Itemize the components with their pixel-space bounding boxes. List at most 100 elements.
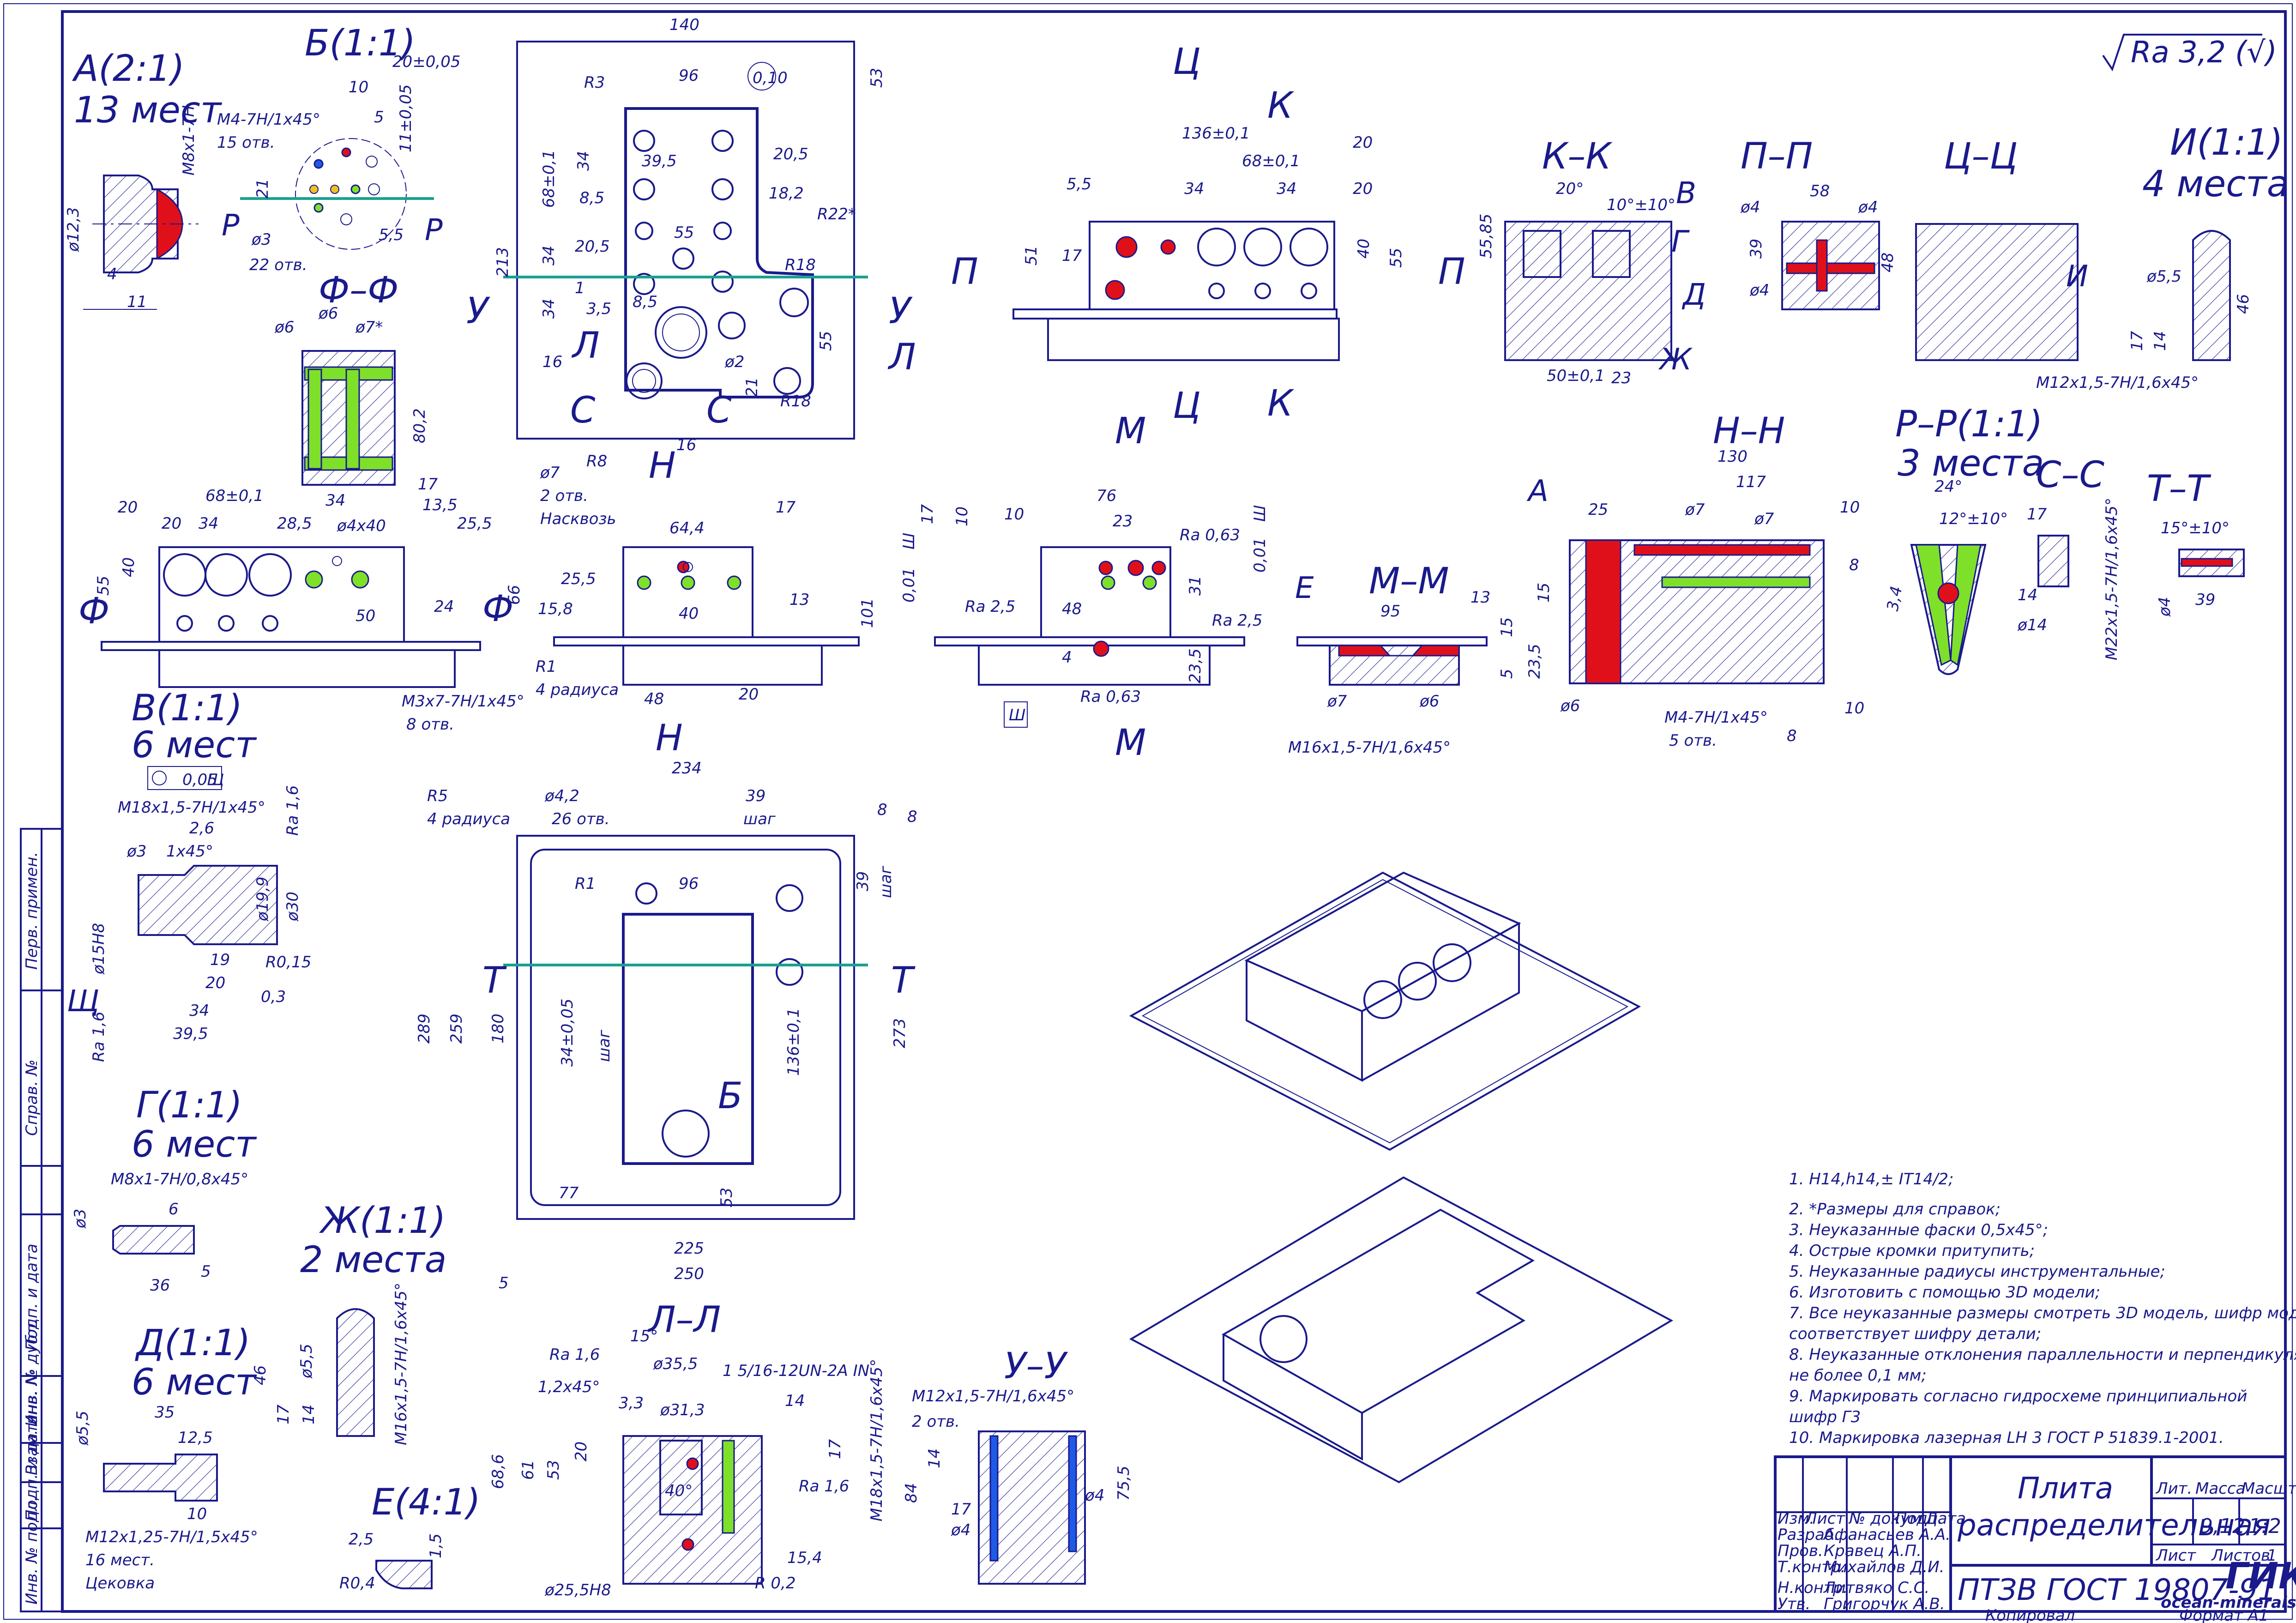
view-v-detail: В(1:1) 6 мест 0,05 Щ М18х1,5-7Н/1х45° 2,… — [67, 688, 311, 1062]
dim-text: 13 — [789, 591, 809, 609]
dim-text: 34 — [189, 1002, 209, 1020]
dim-text: 2,6 — [189, 819, 214, 838]
dim-text: 180 — [489, 1014, 507, 1044]
dim-text: 22 отв. — [249, 256, 307, 274]
view-title: Ж(1:1) — [319, 1200, 446, 1242]
dim-text: 20,5 — [575, 237, 610, 256]
dim-text: 101 — [858, 598, 877, 628]
dim-text: 15°±10° — [2161, 519, 2230, 537]
view-title: Н–Н — [1713, 410, 1785, 452]
view-g-detail: Г(1:1) 6 мест М8х1-7Н/0,8х45° ø3 6 36 5 — [71, 1085, 257, 1295]
dim-text: 20,5 — [773, 145, 808, 163]
section-pp: П–П 58 ø4 ø4 39 48 ø4 — [1740, 136, 1897, 310]
dim-text: 34 — [325, 491, 345, 510]
dim-text: 50±0,1 — [1547, 367, 1605, 385]
dim-text: 66 — [505, 585, 524, 605]
base-mark: Ш — [1009, 706, 1025, 724]
dim-text: 17 — [951, 1500, 971, 1519]
dim-text: 289 — [415, 1014, 434, 1044]
dim-text: 55 — [674, 223, 694, 242]
dim-text: ø15Н8 — [90, 923, 108, 975]
dim-text: 16 — [676, 436, 696, 454]
dim-text: 20 — [118, 498, 138, 517]
view-title: П–П — [1741, 136, 1813, 177]
front-view-b: 68±0,1 20 20 34 28,5 34 ø4х40 17 13,5 25… — [78, 475, 524, 734]
dim-text: 1 5/16-12UN-2A IN — [723, 1362, 869, 1380]
dim-text: 34 — [540, 299, 558, 319]
dim-text: 3,4 — [1883, 585, 1906, 612]
dim-text: 5 отв. — [1669, 731, 1717, 750]
dim-text: ø5,5 — [73, 1411, 92, 1446]
dim-text: 1,5 — [427, 1533, 445, 1558]
dim-text: 19 — [210, 951, 230, 969]
base-mark: Щ — [67, 984, 99, 1019]
view-title: Д(1:1) — [135, 1322, 250, 1364]
view-subtitle: 2 места — [300, 1239, 446, 1281]
view-title: Б(1:1) — [305, 23, 416, 64]
dim-text: ø7* — [355, 318, 383, 337]
dim-text: 0,01 — [1251, 537, 1269, 573]
dim-text: 35 — [155, 1403, 175, 1422]
role-label: Утв. — [1778, 1595, 1810, 1613]
dim-text: 10 — [349, 78, 368, 97]
note-line: шифр Г3 — [1789, 1408, 1861, 1426]
part-name: Плита — [2018, 1472, 2113, 1506]
dim-text: ø3 — [71, 1209, 90, 1229]
leader-mark: Д — [1681, 278, 1706, 312]
dim-text: 80,2 — [410, 408, 429, 443]
view-title: С–С — [2036, 454, 2104, 496]
dim-text: Ra 0,63 — [1180, 526, 1240, 544]
dim-text: 28,5 — [277, 514, 312, 533]
dim-text: 25,5 — [457, 514, 492, 533]
dim-text: 21 — [253, 179, 272, 199]
isometric-view-bottom — [1129, 1176, 1674, 1484]
dim-text: Ra 2,5 — [1212, 611, 1262, 630]
dim-text: 2 отв. — [540, 487, 588, 505]
col-header: Подп. — [1895, 1509, 1943, 1528]
dim-text: 136±0,1 — [1182, 124, 1250, 143]
view-title: Е(4:1) — [372, 1482, 481, 1523]
margin-label: Подп. и дата — [23, 1414, 41, 1521]
dim-text: Ш — [900, 533, 918, 549]
dim-text: Щ — [207, 771, 224, 789]
leader-mark: В — [1676, 176, 1696, 211]
dim-text: 20 — [1353, 180, 1373, 198]
view-i-detail: И(1:1) 4 места ø5,5 46 17 14 М12х1,5-7Н/… — [2036, 122, 2289, 392]
dim-text: 14 — [785, 1392, 805, 1410]
dim-text: 48 — [1879, 253, 1897, 272]
note-line: 7. Все неуказанные размеры смотреть 3D м… — [1789, 1304, 2296, 1322]
view-n: R8 ø7 2 отв. Насквозь Н Н 64,4 17 25,5 4… — [505, 445, 877, 778]
sheets-value: 1 — [2267, 1546, 2277, 1565]
dim-text: 10 — [1840, 498, 1860, 517]
dim-text: 5 — [201, 1262, 211, 1281]
dim-text: ø14 — [2017, 616, 2047, 634]
section-mark: У — [466, 290, 490, 332]
dim-text: 1 — [575, 279, 585, 297]
dim-text: 3,3 — [619, 1394, 644, 1412]
note-line: 4. Острые кромки притупить; — [1789, 1242, 2035, 1260]
view-d-detail: Д(1:1) 6 мест 35 12,5 ø5,5 10 М12х1,25-7… — [73, 1322, 258, 1593]
view-title: Л–Л — [647, 1299, 721, 1341]
dim-text: 40 — [120, 557, 138, 577]
role-name: Григорчук А.В. — [1824, 1595, 1945, 1613]
section-mark: П — [1438, 251, 1465, 293]
dim-text: Насквозь — [540, 510, 616, 528]
view-b-detail: Б(1:1) 20±0,05 10 5 11±0,05 М4-7Н/1х45° … — [217, 23, 460, 274]
dim-text: 16 — [542, 353, 562, 371]
dim-text: 1х45° — [166, 842, 213, 861]
material: ПТЗВ ГОСТ 19807-91 — [1958, 1573, 2277, 1607]
section-mark: П — [951, 251, 978, 293]
dim-text: ø7 — [540, 464, 560, 482]
section-mark: Ф — [482, 588, 513, 630]
dim-text: ø6 — [1560, 697, 1580, 715]
section-cc: Ц–Ц И — [1915, 136, 2088, 361]
dim-text: 5 — [499, 1274, 509, 1292]
title-block: Изм. Лист № докум. Подп. Дата Разраб. Аф… — [1774, 1455, 2296, 1623]
dim-text: Ra 1,6 — [283, 785, 302, 836]
margin-label: Взам. инв. № — [23, 1369, 41, 1475]
margin-label: Подп. и дата — [23, 1243, 41, 1351]
dim-text: 16 мест. — [85, 1551, 155, 1569]
leader-mark: И — [2066, 259, 2088, 294]
dim-text: 17 — [2128, 331, 2146, 351]
section-kk: К–К 20° 10°±10° 55,85 50±0,1 23 В Г Д Ж — [1477, 136, 1706, 387]
